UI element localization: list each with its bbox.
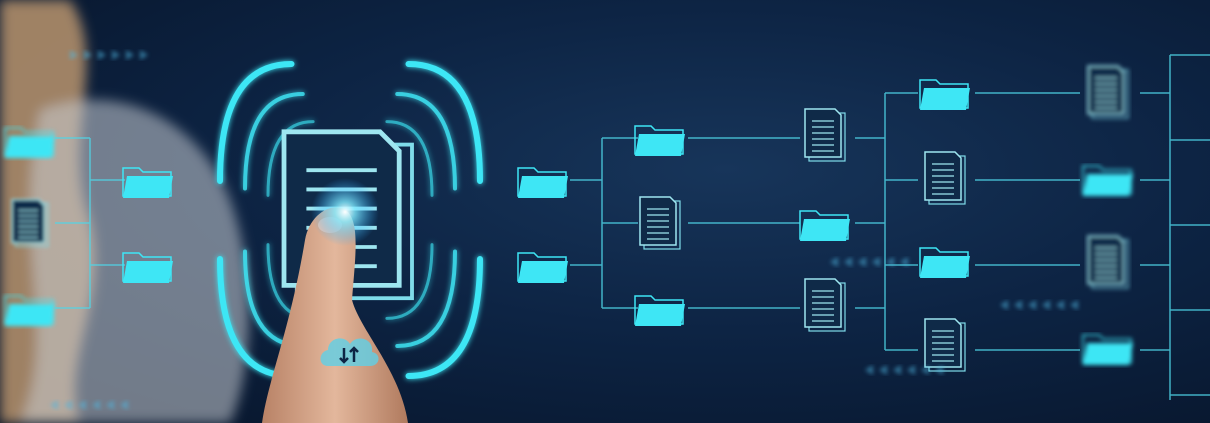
arrow-chevrons-icon <box>50 400 128 410</box>
document-icon <box>639 196 681 250</box>
folder-icon <box>4 127 55 158</box>
cloud-sync-icon <box>320 338 379 366</box>
folder-icon <box>634 295 685 326</box>
arrow-chevrons-icon <box>1000 300 1078 310</box>
arrow-chevrons-icon <box>865 365 943 375</box>
scan-bracket-arc <box>243 92 305 191</box>
folder-icon <box>799 210 850 241</box>
folder-icon <box>4 295 55 326</box>
folder-icon <box>1082 334 1133 365</box>
scan-bracket-arc <box>405 256 483 379</box>
folder-icon <box>517 167 568 198</box>
folder-icon <box>517 252 568 283</box>
document-icon <box>1087 65 1129 119</box>
folder-icon <box>919 79 970 110</box>
folder-icon <box>1082 165 1133 196</box>
arrow-chevrons-icon <box>830 257 908 267</box>
scan-bracket-arc <box>395 92 457 191</box>
document-icon <box>924 318 966 372</box>
document-icon <box>924 151 966 205</box>
scan-bracket-arc <box>266 120 315 197</box>
folder-icon <box>122 167 173 198</box>
folder-icon <box>919 247 970 278</box>
document-icon <box>804 108 846 162</box>
connector-lines <box>55 54 1210 400</box>
folder-icon <box>122 252 173 283</box>
scan-bracket-arc <box>395 249 457 348</box>
scan-bracket-arc <box>217 61 295 184</box>
scan-bracket-arc <box>405 61 483 184</box>
scan-bracket-arc <box>385 243 434 320</box>
document-icon <box>1087 235 1129 289</box>
scan-brackets <box>217 61 483 379</box>
scan-bracket-arc <box>385 120 434 197</box>
document-icon <box>804 278 846 332</box>
document-icon <box>11 198 49 247</box>
folder-icon <box>634 125 685 156</box>
arrow-chevrons-icon <box>70 50 148 60</box>
touch-glow <box>311 178 379 246</box>
